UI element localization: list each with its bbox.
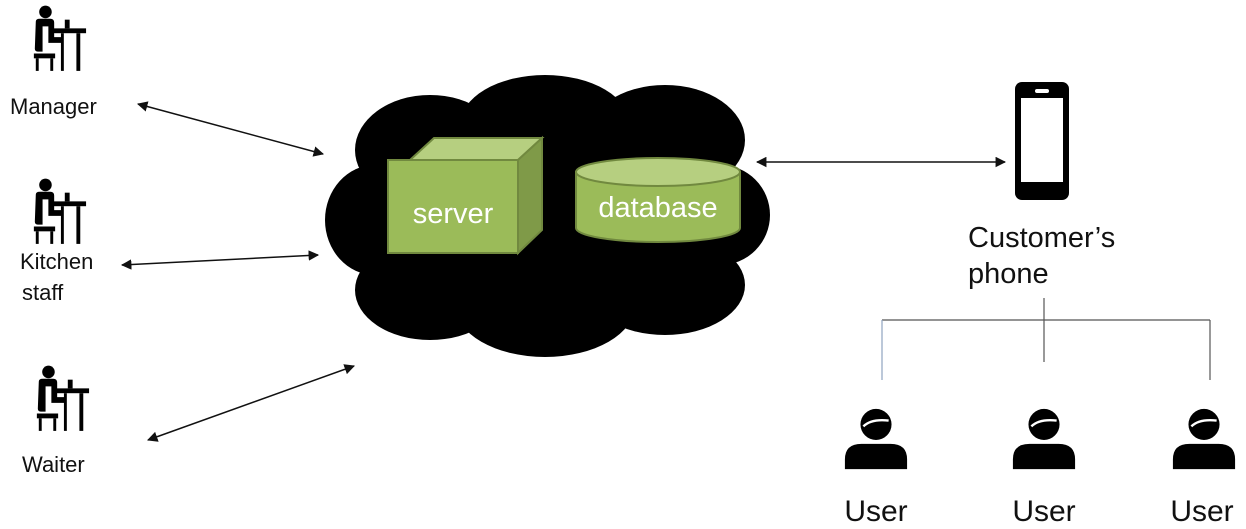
waiter-icon: [36, 365, 90, 431]
database-label: database: [598, 192, 718, 224]
user-label: User: [1170, 495, 1234, 528]
waiter-arrow: [147, 364, 355, 442]
manager-icon: [33, 5, 87, 71]
user-icon: [1011, 407, 1077, 471]
kitchen-arrow: [120, 250, 320, 270]
user-label: User: [844, 495, 908, 528]
user-label: User: [1012, 495, 1076, 528]
manager-label: Manager: [10, 94, 97, 119]
manager-arrow: [136, 101, 325, 157]
waiter-label: Waiter: [22, 452, 85, 477]
user-tree-connector: [881, 298, 1211, 380]
server-box: [387, 135, 545, 256]
customer-phone-label-line2: phone: [968, 258, 1049, 290]
smartphone-icon: [1015, 82, 1069, 200]
database-cylinder: [575, 157, 741, 243]
kitchen-staff-label-line1: Kitchen: [20, 249, 94, 274]
user-icon: [843, 407, 909, 471]
kitchen-staff-icon: [33, 178, 87, 244]
server-label: server: [412, 198, 494, 230]
kitchen-staff-label-line2: staff: [22, 280, 64, 305]
customer-phone-label-line1: Customer’s: [968, 222, 1116, 254]
user-icon: [1171, 407, 1237, 471]
